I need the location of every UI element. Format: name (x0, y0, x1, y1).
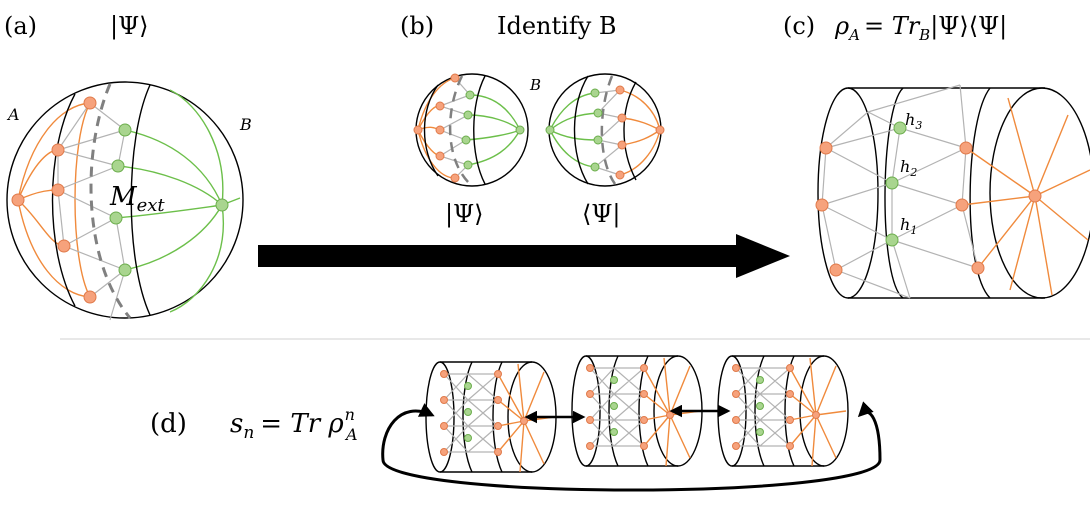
sphere-a-nodes (11, 96, 229, 304)
cylinder-d-3 (717, 355, 849, 467)
sphere-b-ket (413, 73, 529, 187)
big-arrow (258, 234, 790, 278)
panel-b-ket: |Ψ⟩ (445, 200, 484, 229)
sphere-a-green-edges (115, 89, 241, 313)
mext-label: Mext (109, 182, 165, 216)
panel-c-tag: (c) (783, 12, 815, 40)
h1-label: h1 (900, 215, 917, 237)
panel-b-bra: ⟨Ψ| (582, 200, 621, 229)
panel-b-title: Identify B (497, 12, 617, 40)
panel-c-equation: ρA= TrB|Ψ⟩⟨Ψ| (834, 12, 1007, 44)
panel-b-region-b: B (529, 76, 541, 94)
panel-b-tag: (b) (400, 12, 434, 40)
panel-a-tag: (a) (4, 12, 37, 40)
panel-a: (a) |Ψ⟩ A B (4, 12, 252, 321)
region-b-label: B (239, 115, 252, 134)
panel-c: (c) ρA= TrB|Ψ⟩⟨Ψ| (783, 12, 1090, 299)
region-a-label: A (6, 105, 20, 124)
cylinder-c-orange-edges (961, 97, 1090, 296)
loop-arrow (381, 401, 882, 492)
cut-dashed-line-a (89, 83, 132, 319)
sphere-a (6, 81, 244, 321)
panel-b: (b) Identify B B (400, 12, 665, 229)
cylinder-c-nodes (815, 121, 1042, 277)
cylinder-c (815, 84, 1090, 299)
h3-label: h3 (905, 110, 922, 132)
h2-label: h2 (900, 157, 917, 179)
panel-a-state-ket: |Ψ⟩ (110, 12, 149, 41)
panel-d-tag: (d) (150, 409, 187, 439)
sphere-b-bra (545, 73, 665, 187)
cylinder-c-gray-edges (821, 84, 979, 299)
